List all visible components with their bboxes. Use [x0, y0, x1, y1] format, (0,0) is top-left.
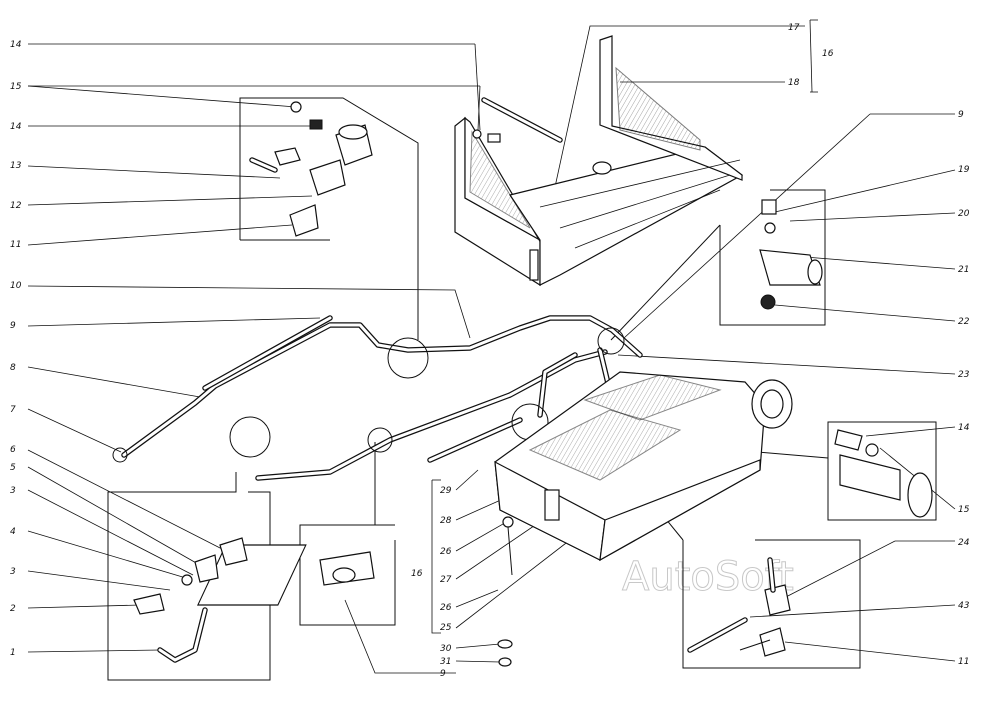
mounting-bracket-tray	[454, 35, 744, 287]
callout-26-lower: 26	[440, 603, 452, 613]
callout-8: 8	[10, 363, 16, 373]
callout-13: 13	[10, 161, 22, 171]
callout-24: 24	[958, 538, 970, 548]
center-bottom-detail-parts	[319, 551, 375, 586]
callout-2: 2	[10, 604, 16, 614]
callout-11-right: 11	[958, 657, 969, 667]
callout-9-bottom: 9	[440, 669, 446, 679]
callout-11: 11	[10, 240, 21, 250]
callout-23: 23	[958, 370, 970, 380]
detail-box-center-bottom	[299, 442, 396, 626]
right-bottom-detail-parts	[687, 557, 791, 657]
callout-7: 7	[10, 405, 16, 415]
callout-18: 18	[788, 78, 800, 88]
leader-lines-right	[549, 19, 956, 662]
top-detail-parts	[249, 101, 373, 237]
fuel-pipe-lower	[202, 315, 615, 481]
right-middle-detail-parts	[834, 429, 933, 518]
detail-box-right-upper	[610, 189, 826, 341]
callout-14: 14	[10, 122, 22, 132]
callout-20: 20	[958, 209, 970, 219]
callout-21: 21	[958, 265, 969, 275]
callout-4: 4	[10, 527, 16, 537]
callout-27: 27	[440, 575, 452, 585]
callout-14-right: 14	[958, 423, 970, 433]
fuel-pipe-upper	[121, 315, 643, 458]
callout-19: 19	[958, 165, 970, 175]
callout-43: 43	[958, 601, 970, 611]
callout-29: 29	[440, 486, 452, 496]
callout-1: 1	[10, 648, 16, 658]
callout-14-top: 14	[10, 40, 22, 50]
callout-26-upper: 26	[440, 547, 452, 557]
callout-9: 9	[10, 321, 16, 331]
callout-15-right: 15	[958, 505, 970, 515]
callout-17: 17	[788, 23, 800, 33]
callout-22: 22	[958, 317, 970, 327]
callout-25: 25	[440, 623, 452, 633]
callout-16-left-bracket: 16	[411, 569, 423, 579]
detail-box-left-bottom	[107, 472, 271, 681]
callout-3-lower: 3	[10, 567, 16, 577]
right-upper-detail-parts	[759, 199, 823, 310]
callouts-center: 29 28 26 27 26 25 30 31 9 16	[411, 486, 452, 679]
callout-5: 5	[10, 463, 16, 473]
callouts-left: 14 15 14 13 12 11 10 9 8 7 6 5 3 4 3 2 1	[10, 40, 22, 658]
left-bottom-detail-parts	[133, 537, 248, 663]
callout-6: 6	[10, 445, 16, 455]
callout-12: 12	[10, 201, 22, 211]
callout-31: 31	[440, 657, 451, 667]
leader-lines-left	[27, 43, 481, 653]
callout-10: 10	[10, 281, 22, 291]
callout-9-right: 9	[958, 110, 964, 120]
callout-30: 30	[440, 644, 452, 654]
washers-30-31	[497, 639, 513, 667]
callout-28: 28	[440, 516, 452, 526]
callout-16-bracket: 16	[822, 49, 834, 59]
detail-box-top	[239, 97, 419, 340]
callout-15-top: 15	[10, 82, 22, 92]
callouts-right: 17 16 18 9 19 20 21 22 23 14 15 24 43 11	[788, 23, 970, 667]
callout-3-upper: 3	[10, 486, 16, 496]
fuel-tank	[197, 371, 793, 606]
